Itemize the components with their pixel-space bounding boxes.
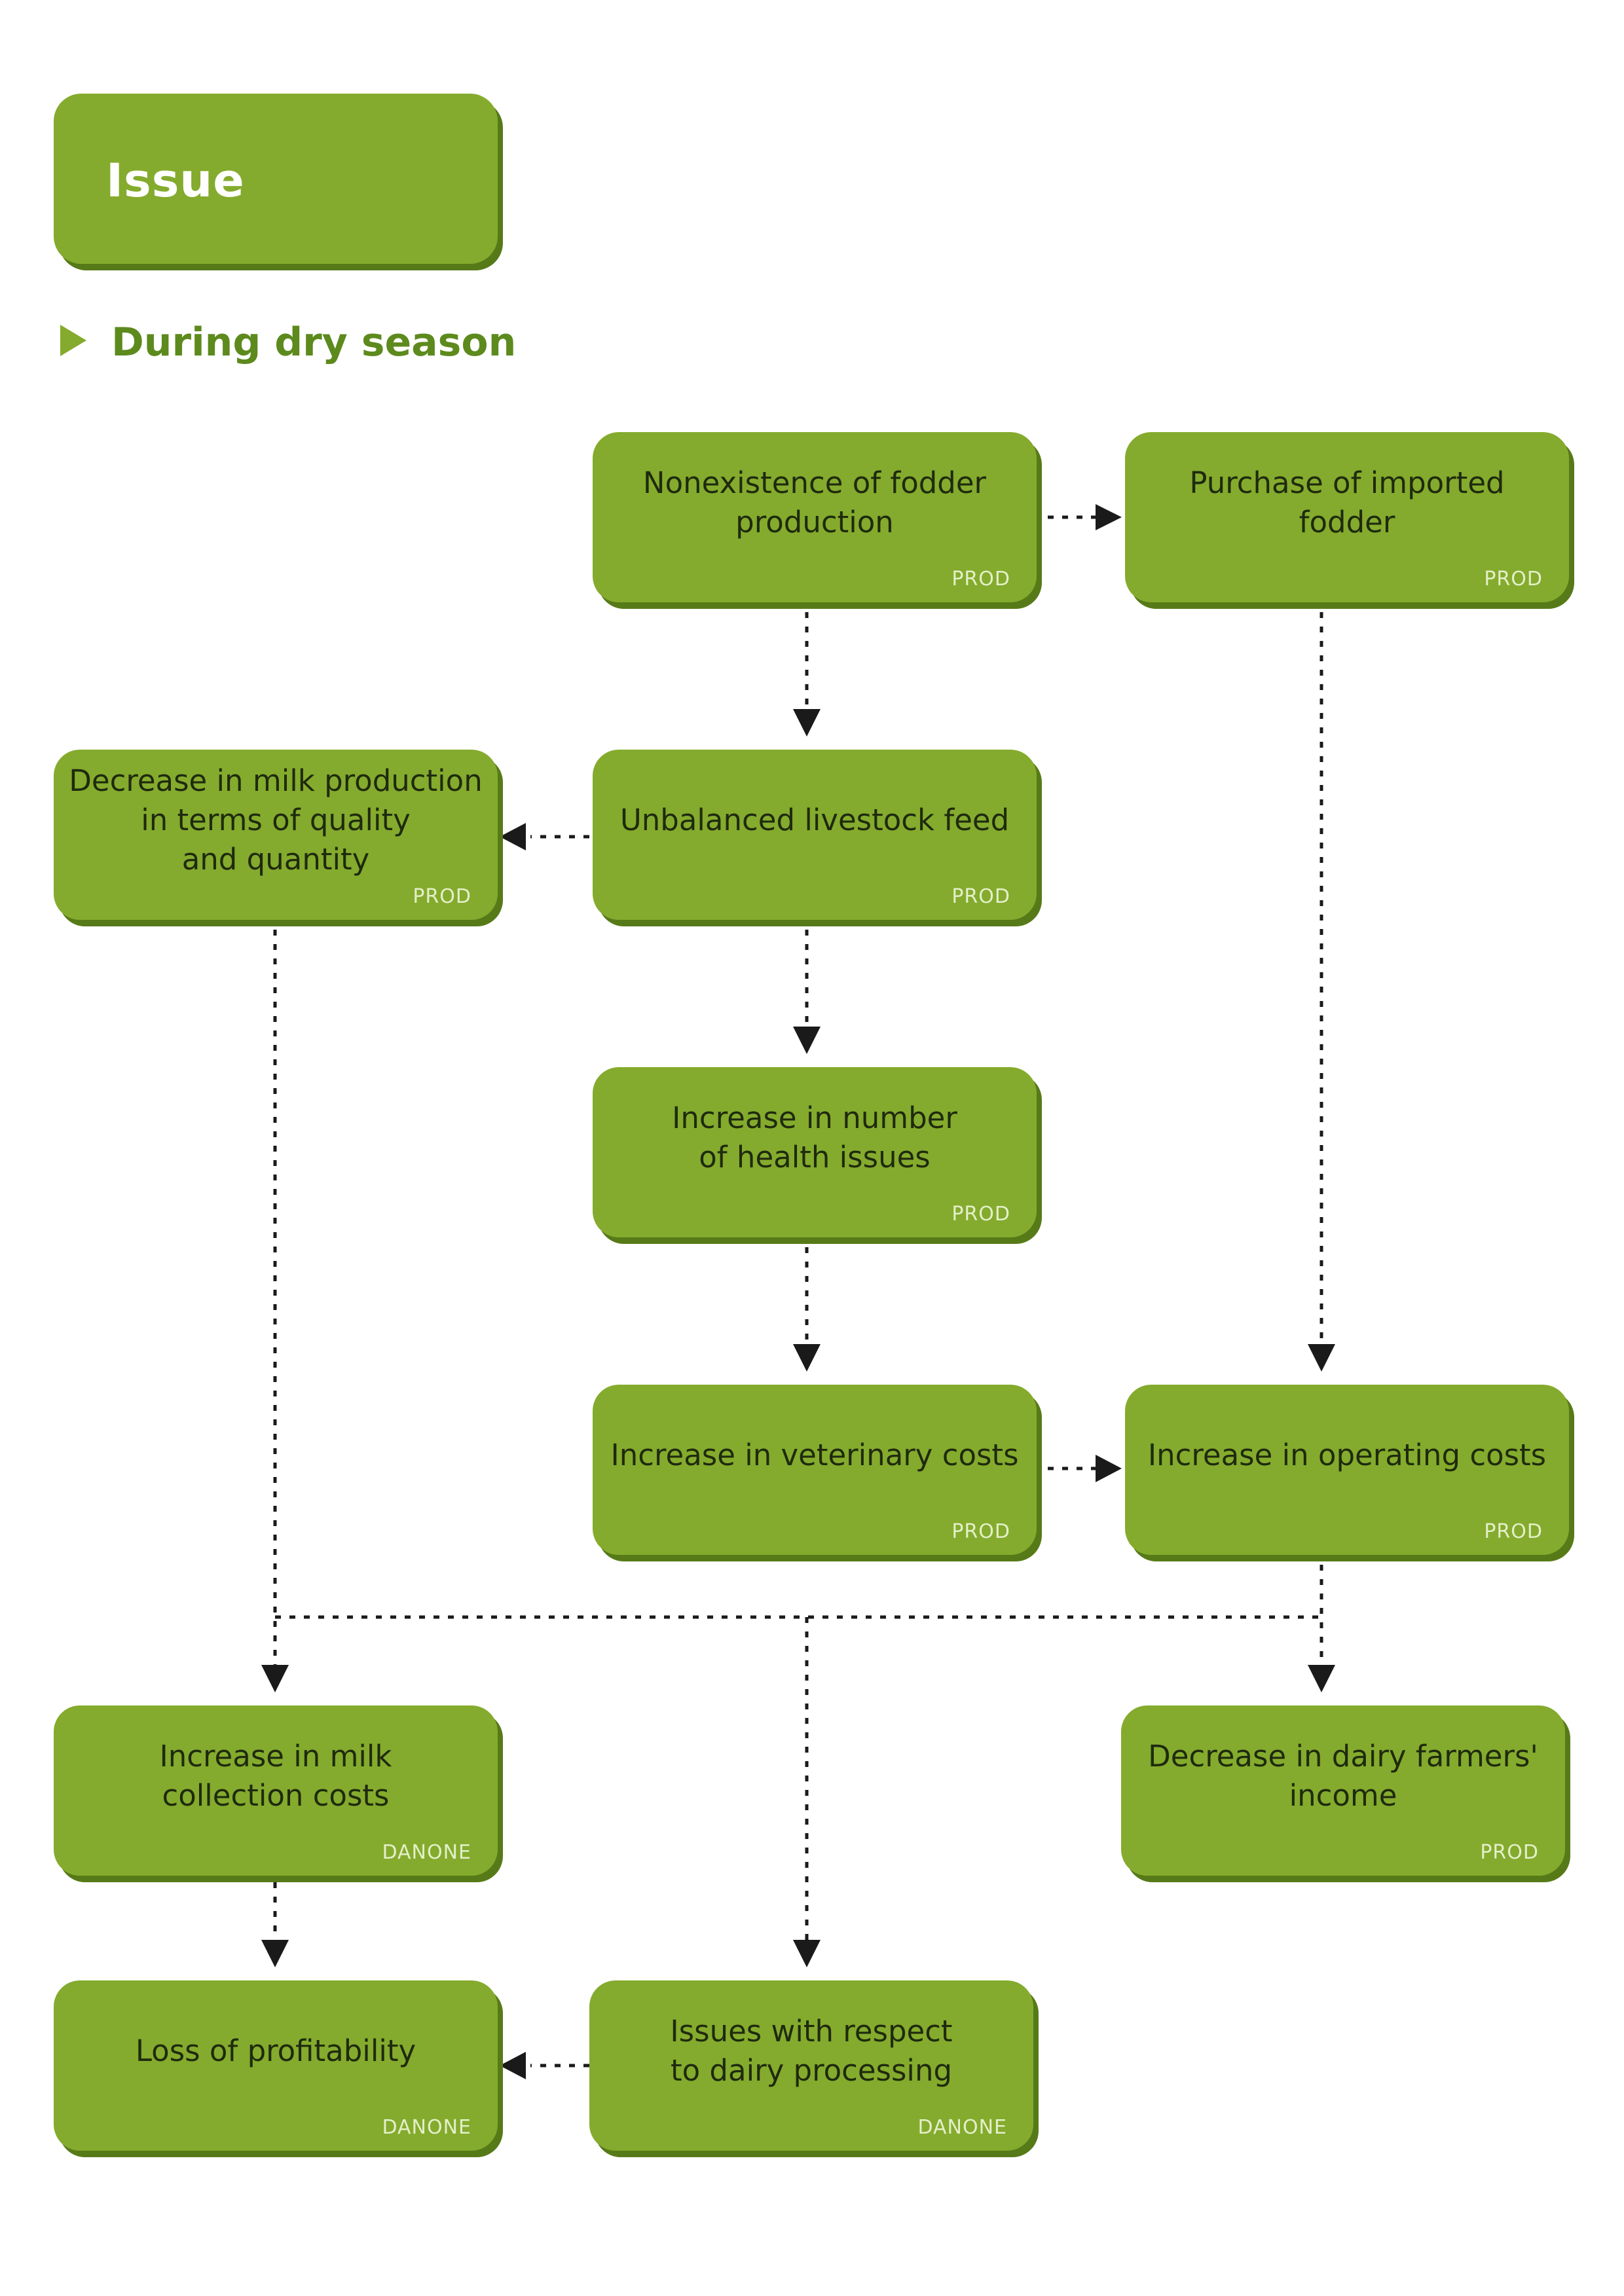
node-tag: PROD <box>1484 568 1543 591</box>
node-tag: PROD <box>951 1520 1010 1543</box>
arrowhead-right-purchase <box>1096 504 1122 530</box>
node-label: Unbalanced livestock feed <box>619 803 1010 837</box>
node-tag: PROD <box>951 568 1010 591</box>
node-decrease-milk: Decrease in milk production in terms of … <box>54 750 498 920</box>
node-health-issues: Increase in number of health issues PROD <box>593 1067 1037 1237</box>
node-tag: DANONE <box>917 2116 1007 2139</box>
play-triangle-icon <box>60 325 86 356</box>
node-nonexistence-fodder: Nonexistence of fodder production PROD <box>593 432 1037 602</box>
section-title: During dry season <box>111 319 517 365</box>
node-tag: PROD <box>951 885 1010 908</box>
node-tag: PROD <box>1484 1520 1543 1543</box>
node-label: Decrease in milk production in terms of … <box>69 763 483 877</box>
node-loss-profitability: Loss of profitability DANONE <box>54 1980 498 2151</box>
arrowhead-left-loss <box>500 2052 526 2079</box>
arrowhead-right-operating <box>1096 1455 1122 1482</box>
node-tag: DANONE <box>382 2116 471 2139</box>
node-farmers-income: Decrease in dairy farmers' income PROD <box>1121 1705 1565 1876</box>
arrowhead-down-veterinary <box>793 1344 821 1372</box>
arrowhead-down-processing <box>793 1940 821 1967</box>
node-label: Increase in number of health issues <box>672 1101 957 1175</box>
issue-header-box: Issue <box>54 94 498 264</box>
node-purchase-fodder: Purchase of imported fodder PROD <box>1125 432 1569 602</box>
arrowhead-down-income <box>1308 1665 1335 1692</box>
arrowhead-down-loss <box>261 1940 289 1967</box>
node-milk-collection-costs: Increase in milk collection costs DANONE <box>54 1705 498 1876</box>
node-veterinary-costs: Increase in veterinary costs PROD <box>593 1385 1037 1555</box>
node-tag: PROD <box>1480 1841 1539 1864</box>
arrowhead-down-health <box>793 1027 821 1054</box>
node-label: Issues with respect to dairy processing <box>670 2014 953 2088</box>
node-dairy-processing: Issues with respect to dairy processing … <box>589 1980 1033 2151</box>
node-label: Nonexistence of fodder production <box>642 465 987 539</box>
arrowhead-down-collection <box>261 1665 289 1692</box>
node-label: Purchase of imported fodder <box>1189 465 1505 539</box>
node-label: Increase in operating costs <box>1147 1438 1547 1472</box>
node-tag: PROD <box>413 885 471 908</box>
node-label: Increase in veterinary costs <box>610 1438 1019 1472</box>
node-operating-costs: Increase in operating costs PROD <box>1125 1385 1569 1555</box>
node-tag: PROD <box>951 1203 1010 1226</box>
arrowhead-down-operating <box>1308 1344 1335 1372</box>
node-unbalanced-feed: Unbalanced livestock feed PROD <box>593 750 1037 920</box>
issue-title: Issue <box>106 154 245 208</box>
node-label: Decrease in dairy farmers' income <box>1148 1739 1538 1813</box>
node-tag: DANONE <box>382 1841 471 1864</box>
arrowhead-down-unbalanced <box>793 709 821 737</box>
arrowhead-left-decrease-milk <box>500 823 526 850</box>
node-label: Increase in milk collection costs <box>159 1739 392 1813</box>
node-label: Loss of profitability <box>135 2033 416 2068</box>
